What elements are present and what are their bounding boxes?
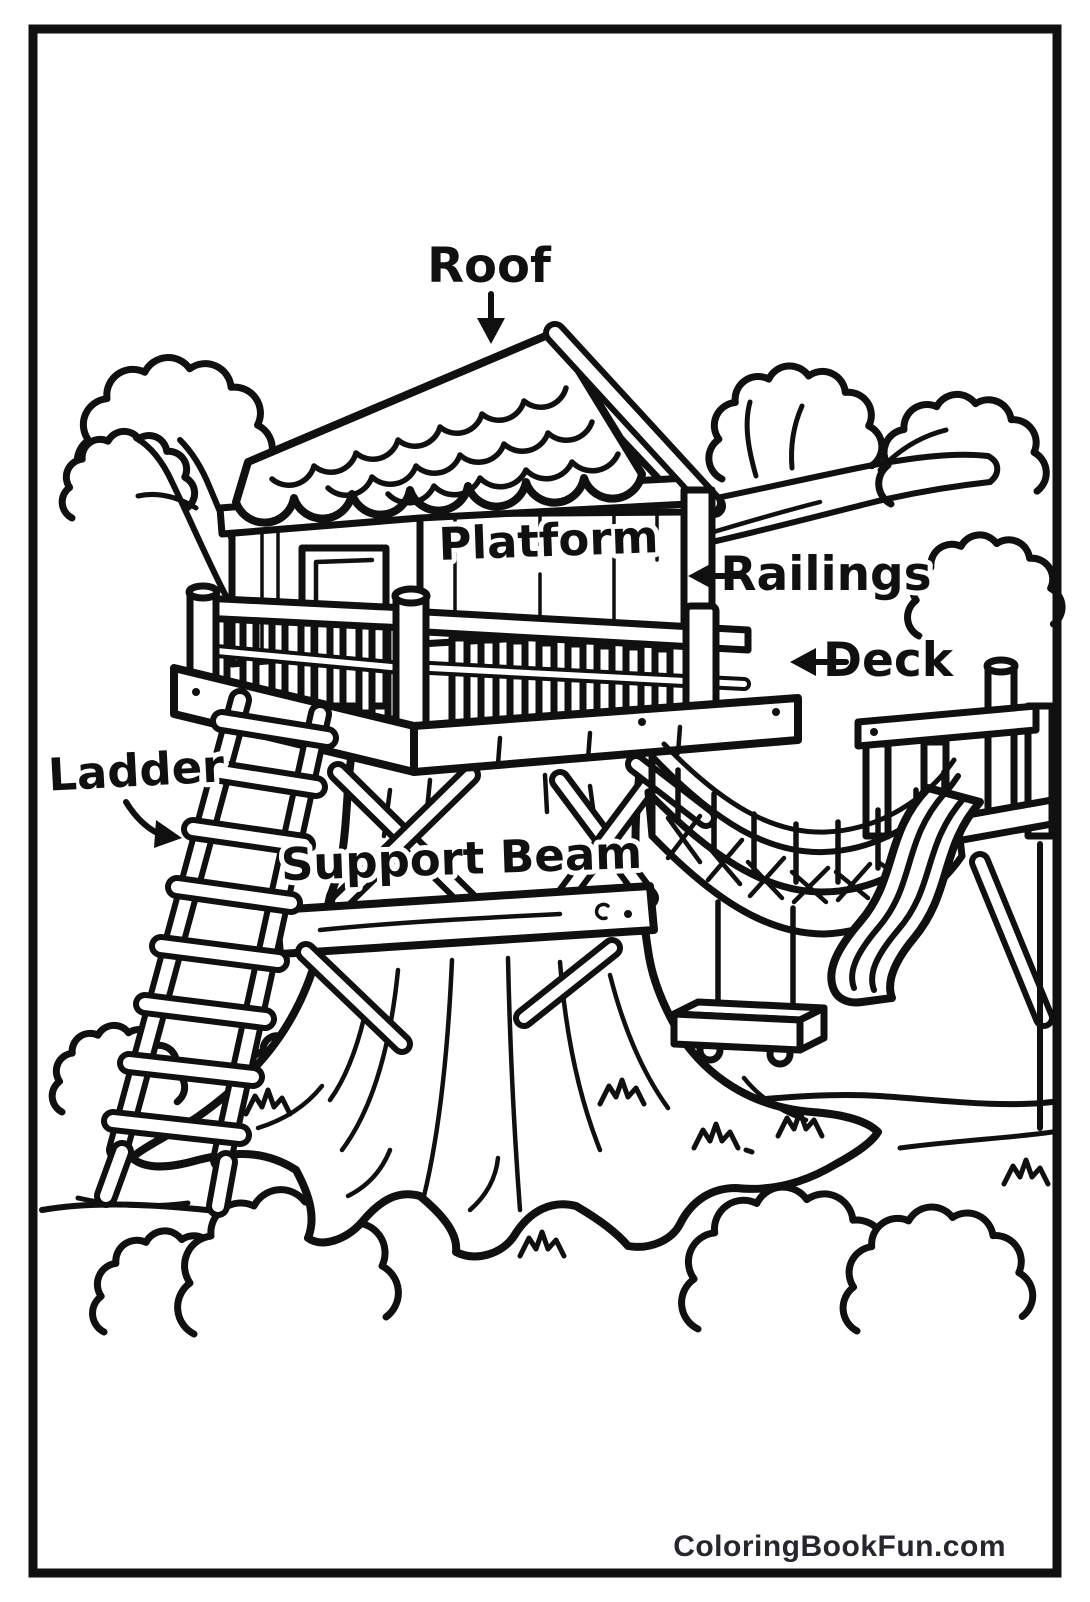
ladder-feet [94,1140,238,1218]
cross-braces [327,761,661,913]
ladder-rungs [101,709,339,1147]
page-border [28,24,1062,1578]
roof-shingles [269,385,621,506]
label-railings: Railings [720,547,931,602]
swing [670,899,828,1068]
under-deck-strut [625,753,717,829]
deck [170,582,802,829]
swing-seat-front [670,1010,804,1054]
bush-bottom-right-small [839,1203,1037,1335]
tree-branches [58,354,1066,655]
label-roof: Roof [427,238,552,294]
slide [827,784,984,1007]
label-ladder: Ladder [47,739,227,801]
grass-tufts [243,1077,1051,1259]
label-deck: Deck [823,633,955,688]
foliage-right-lower [904,531,1066,640]
ladder [94,688,339,1218]
gable-trim [543,321,726,518]
labels: Roof Platform Railings Deck Ladder Suppo… [42,233,960,896]
watermark: ColoringBookFun.com [673,1530,1006,1563]
platform-top-bar [854,702,1040,750]
support-beam-board [272,882,658,1055]
swing-seat-side [796,1004,828,1054]
foliage-right-far [875,390,1050,508]
bridge-lattice [665,813,943,905]
label-platform: Platform [438,510,660,571]
